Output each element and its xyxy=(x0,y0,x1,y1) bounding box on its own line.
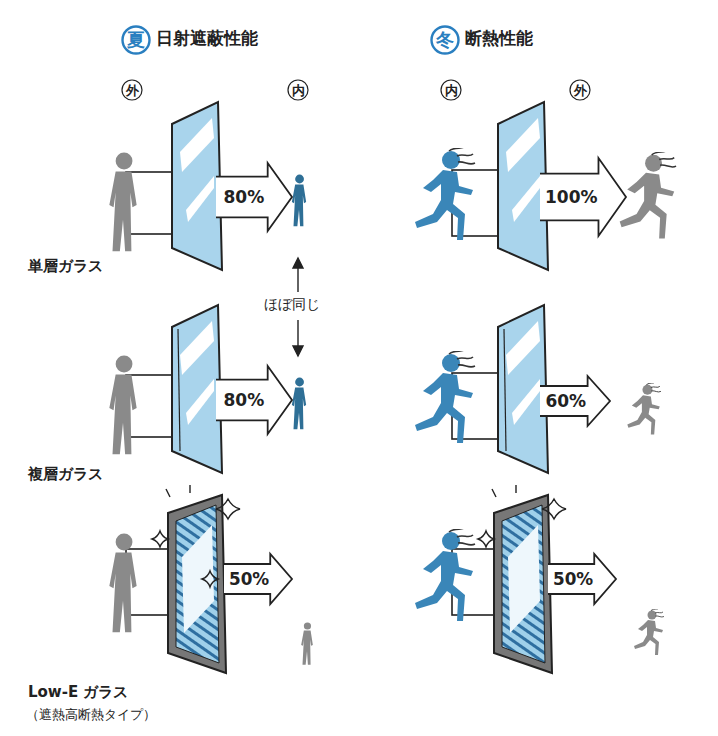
side-circle xyxy=(441,80,461,100)
side-circle xyxy=(288,80,308,100)
lowe-glass-winter xyxy=(415,485,664,673)
heat-arrow: 80% xyxy=(216,366,292,434)
section-title: 日射遮蔽性能 xyxy=(156,29,258,48)
percent-value: 100% xyxy=(545,189,597,206)
glass-type-label: Low-E ガラス xyxy=(28,684,128,701)
note-label: ほぼ同じ xyxy=(262,297,322,312)
double-glass-winter xyxy=(415,305,661,473)
percent-value: 80% xyxy=(223,392,264,409)
side-badge: 外 xyxy=(569,79,591,101)
glass-type-label: 複層ガラス xyxy=(28,466,103,483)
arrow-shape xyxy=(540,158,626,236)
arrow-shape xyxy=(224,554,292,604)
glass-type-label: （遮熱高断熱タイプ） xyxy=(26,708,156,722)
double-glass-summer xyxy=(109,305,306,473)
side-badge: 内 xyxy=(287,79,309,101)
heat-arrow: 50% xyxy=(548,554,616,604)
heat-arrow: 80% xyxy=(216,163,292,231)
section-title: 断熱性能 xyxy=(465,29,533,48)
side-badge: 外 xyxy=(121,79,143,101)
badge-text: 外 xyxy=(574,84,587,97)
badge-text: 外 xyxy=(126,84,139,97)
arrow-shape xyxy=(216,163,292,231)
side-badge: 内 xyxy=(440,79,462,101)
single-glass-summer xyxy=(109,102,306,270)
lowe-glass-summer xyxy=(109,485,313,673)
side-circle xyxy=(570,80,590,100)
percent-value: 80% xyxy=(223,189,264,206)
single-glass-winter xyxy=(415,102,676,270)
season-badge: 夏 xyxy=(121,25,151,55)
heat-arrow: 50% xyxy=(224,554,292,604)
percent-value: 50% xyxy=(229,571,269,588)
arrow-shape xyxy=(216,366,292,434)
heat-arrow: 60% xyxy=(540,376,610,426)
percent-value: 60% xyxy=(545,393,586,410)
badge-text: 冬 xyxy=(436,31,454,49)
season-circle xyxy=(432,27,459,54)
arrow-shape xyxy=(540,376,610,426)
arrow-shape xyxy=(548,554,616,604)
glass-type-label: 単層ガラス xyxy=(28,258,103,275)
season-circle xyxy=(123,27,150,54)
heat-arrow: 100% xyxy=(540,158,626,236)
badge-text: 夏 xyxy=(127,31,145,49)
season-badge: 冬 xyxy=(430,25,460,55)
side-circle xyxy=(122,80,142,100)
badge-text: 内 xyxy=(292,84,305,97)
badge-text: 内 xyxy=(445,84,458,97)
percent-value: 50% xyxy=(553,571,593,588)
